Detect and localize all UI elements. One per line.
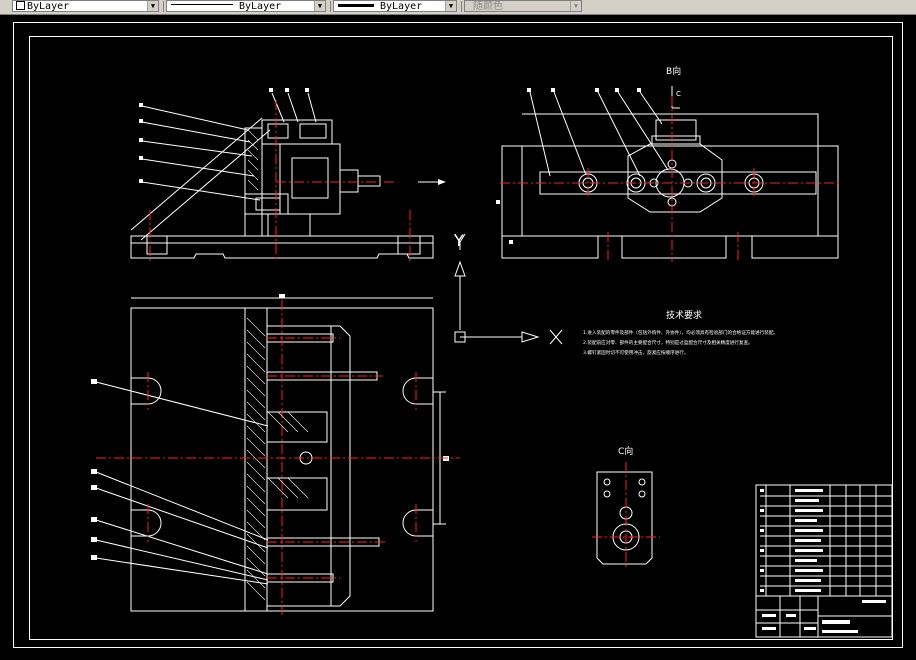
section-hatching: [246, 129, 309, 601]
side-view-b: [501, 86, 839, 259]
lineweight-preview-icon: [338, 3, 374, 7]
linetype-preview-icon: [171, 4, 233, 5]
title-block: [755, 484, 893, 638]
ucs-axis-icon: [454, 233, 563, 345]
tech-line-2: 2.装配前应对零、部件的主要配合尺寸，特别是过盈配合尺寸及相关精度进行复查。: [583, 339, 753, 346]
plotstyle-combo[interactable]: 随颜色 ▼: [464, 0, 582, 12]
annotation-text: B向 C向 C Y X 技术要求 1.进入装配的零件及部件（包括外购件、外协件）…: [453, 65, 778, 457]
cad-drawing: B向 C向 C Y X 技术要求 1.进入装配的零件及部件（包括外购件、外协件）…: [13, 22, 903, 648]
drawing-canvas[interactable]: B向 C向 C Y X 技术要求 1.进入装配的零件及部件（包括外购件、外协件）…: [0, 15, 916, 656]
sheet-border: [13, 22, 903, 648]
axis-x-label: X: [549, 329, 560, 348]
view-c-label: C向: [618, 445, 633, 457]
properties-toolbar: ByLayer ▼ ByLayer ▼ ByLayer ▼ 随颜色 ▼: [0, 0, 916, 15]
toolbar-separator: [330, 1, 331, 12]
layer-swatch-icon: [16, 1, 25, 10]
top-view: [95, 297, 446, 612]
axis-y-label: Y: [453, 231, 464, 250]
chevron-down-icon[interactable]: ▼: [570, 1, 581, 11]
layer-combo[interactable]: ByLayer ▼: [12, 0, 159, 12]
toolbar-separator: [461, 1, 462, 12]
detail-view-c: [596, 471, 653, 565]
center-lines: [96, 96, 840, 615]
tech-requirements-title: 技术要求: [666, 309, 702, 321]
view-b-label: B向: [666, 65, 681, 77]
chevron-down-icon[interactable]: ▼: [147, 1, 158, 11]
linetype-combo[interactable]: ByLayer ▼: [166, 0, 326, 12]
view-c-arrow-label: C: [676, 90, 681, 98]
front-view: [130, 92, 438, 259]
chevron-down-icon[interactable]: ▼: [314, 1, 325, 11]
chevron-down-icon[interactable]: ▼: [445, 1, 456, 11]
tech-line-3: 3.螺钉紧固时切不可使用冲击，旋紧应按顺序进行。: [583, 349, 688, 356]
toolbar-separator: [163, 1, 164, 12]
drawing-frame: [29, 36, 893, 640]
lineweight-combo[interactable]: ByLayer ▼: [333, 0, 457, 12]
title-block-text-marks: [760, 489, 886, 633]
tech-line-1: 1.进入装配的零件及部件（包括外购件、外协件），均必须具有检验部门的合格证方能进…: [583, 329, 778, 336]
